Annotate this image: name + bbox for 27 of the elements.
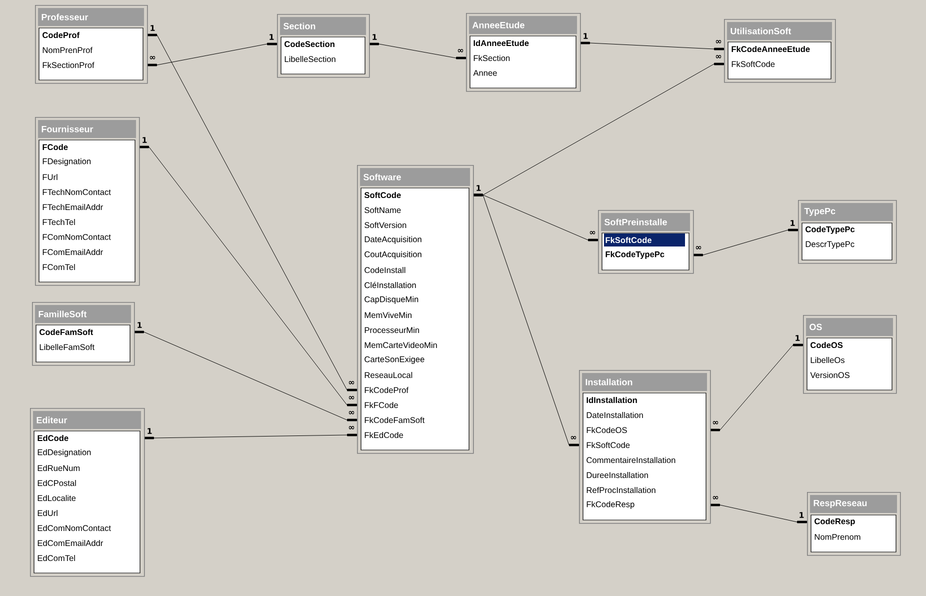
label: ∞ <box>458 48 464 52</box>
label: 1 <box>796 335 800 341</box>
table-box: FamilleSoft CodeFamSoft LibelleFamSoft <box>32 302 135 366</box>
table-box: UtilisationSoft FkCodeAnneeEtude FkSoftCode <box>724 19 836 83</box>
label: ∞ <box>712 420 718 424</box>
label: ∞ <box>716 40 722 44</box>
label: 1 <box>800 512 804 518</box>
table-box: Software SoftCode SoftName SoftVersion DateAcquisition CoutAcquisition CodeInstall CléInstallation CapDisqueMin MemViveMin ProcesseurMin MemCarteVideoMin CarteSonExigee ReseauLocal FkCodeProf FkFCode FkCodeFamSoft FkEdCode <box>357 165 474 454</box>
label: 1 <box>790 220 795 226</box>
label: ∞ <box>712 496 718 500</box>
label: ∞ <box>696 246 702 250</box>
table-box: OS CodeOS LibelleOs VersionOS <box>803 315 897 394</box>
table-box: Fournisseur FCode FDesignation FUrl FTechNomContact FTechEmailAddr FTechTel FComNomContact FComEmailAddr FComTel <box>35 117 140 286</box>
label: 1 <box>270 34 274 40</box>
table-box: TypePc CodeTypePc DescrTypePc <box>798 200 897 264</box>
table-box: RespReseau CodeResp NomPrenom <box>807 492 901 556</box>
label: 1 <box>584 33 588 39</box>
table-box: Professeur CodeProf NomPrenProf FkSectionProf <box>35 5 148 84</box>
table-box: SoftPreinstalle FkSoftCode FkCodeTypePc <box>598 210 694 274</box>
table-box: Section CodeSection LibelleSection <box>277 14 370 78</box>
table-box: AnneeEtude IdAnneeEtude FkSection Annee <box>466 13 581 92</box>
table-box: Installation IdInstallation DateInstallation FkCodeOS FkSoftCode CommentaireInstallation DureeInstallation RefProcInstallation FkCodeResp <box>579 370 711 524</box>
table-box: Editeur EdCode EdDesignation EdRueNum EdCPostal EdLocalite EdUrl EdComNomContact EdComEmailAddr EdComTel <box>30 408 145 577</box>
label: 1 <box>372 34 377 40</box>
label: 1 <box>148 428 152 434</box>
label: ∞ <box>348 426 354 430</box>
label: ∞ <box>150 56 156 60</box>
